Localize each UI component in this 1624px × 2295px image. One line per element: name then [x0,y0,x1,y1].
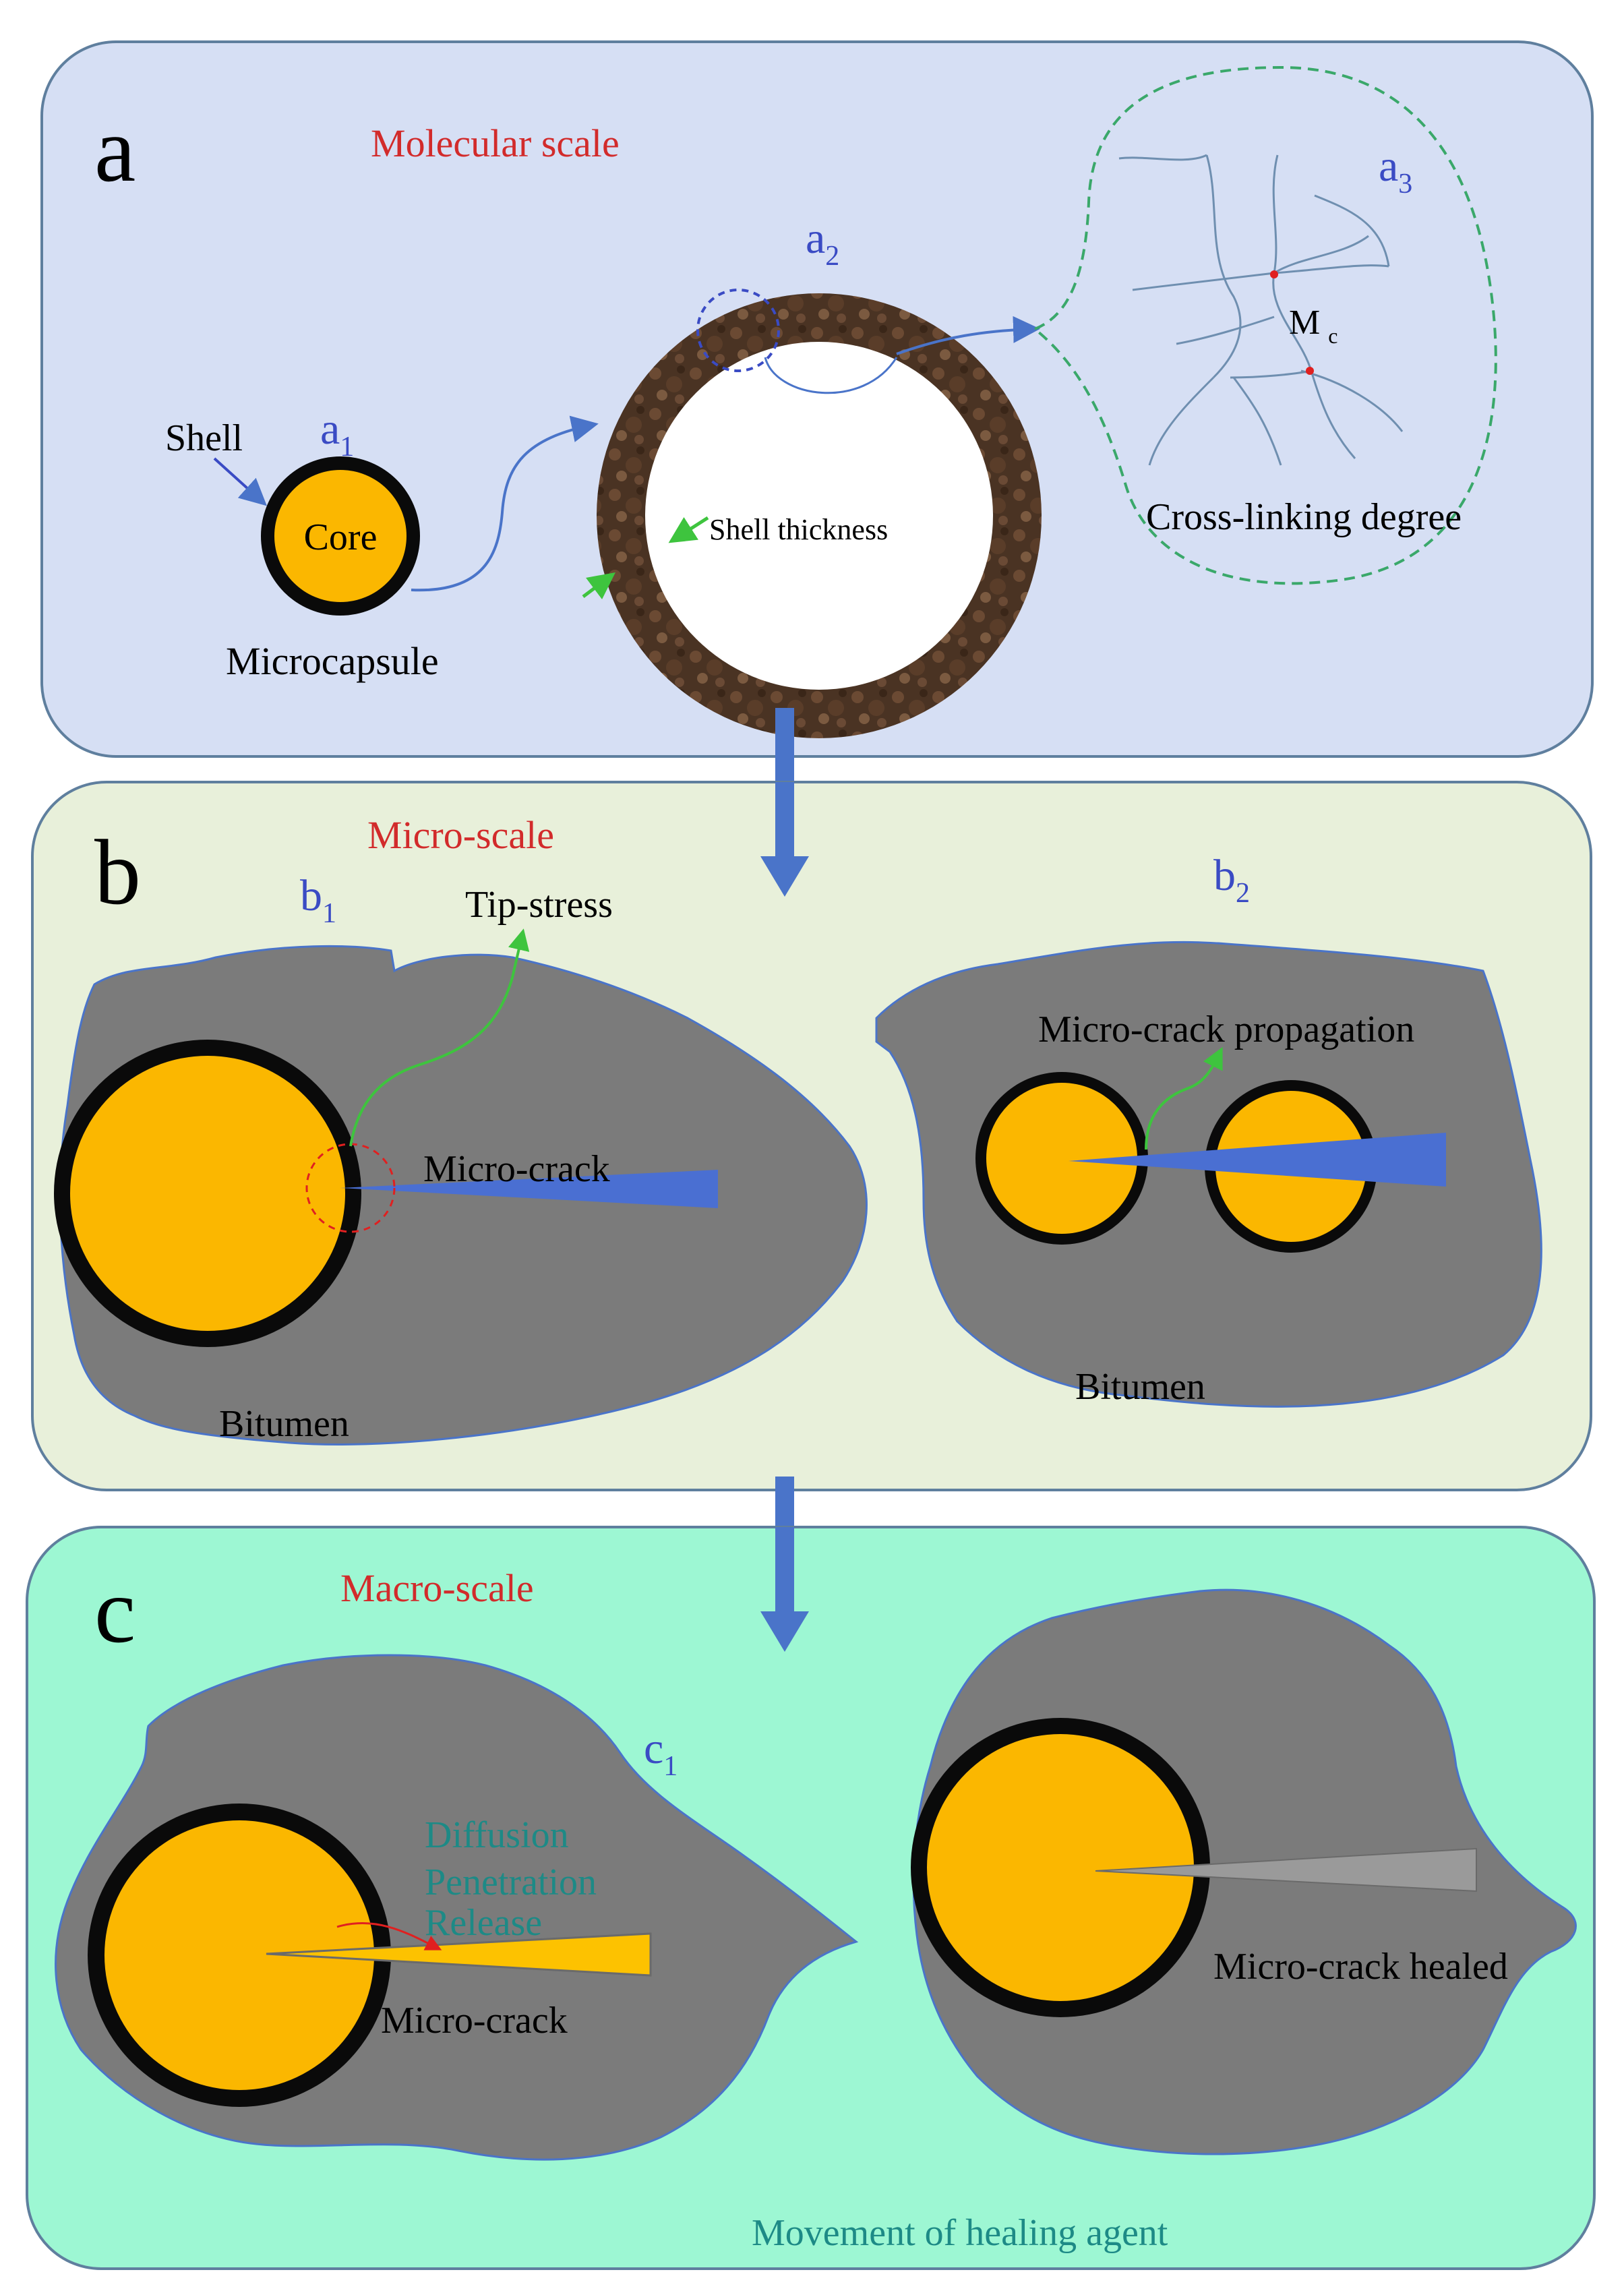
a1-label: a1 [320,405,354,463]
release-label: Release [425,1902,542,1944]
a2-label: a2 [806,214,839,272]
c1-label: c1 [644,1724,678,1782]
b1-label: b1 [300,871,336,929]
panel-b-title: Micro-scale [367,813,554,857]
shell-thickness-arrow-outer [582,572,615,599]
shell-label: Shell [165,417,243,459]
down-arrow-a-to-b-head [760,856,809,897]
movement-label: Movement of healing agent [752,2212,1168,2254]
a3-label: a3 [1379,142,1412,200]
healed-label: Micro-crack healed [1213,1946,1508,1988]
c2-healed-crack [1095,1847,1477,1892]
c2-microcapsule-core [927,1734,1194,2001]
b2-micro-crack [1069,1133,1446,1187]
shell-zoom-arc [764,357,898,394]
shell-thickness-arrow-inner [668,516,709,543]
b1-bitumen-label: Bitumen [219,1403,349,1445]
tip-stress-label: Tip-stress [465,884,613,926]
b1-micro-crack-label: Micro-crack [423,1148,610,1190]
core-label: Core [304,516,378,558]
propagation-arrow [1145,1046,1223,1150]
shell-thickness-label: Shell thickness [709,513,888,546]
crosslink-point-1 [1270,270,1278,278]
a1-to-a2-connector [411,415,599,592]
crosslink-point-2 [1306,367,1314,375]
b1-tip-stress-zone [305,1143,396,1233]
penetration-label: Penetration [425,1861,597,1903]
b1-microcapsule-core [70,1056,345,1331]
c1-micro-crack-filled [266,1932,652,1977]
zoomed-shell-interior [645,342,993,690]
crosslinking-label: Cross-linking degree [1146,496,1462,538]
panel-b: b Micro-scale b1 Tip-stress Micro-crack … [31,781,1592,1491]
release-arrow [336,1921,442,1950]
propagation-label: Micro-crack propagation [1038,1009,1414,1050]
panel-a-title: Molecular scale [371,121,620,165]
panel-a-letter: a [94,98,136,201]
down-arrow-b-to-c-shaft [775,1527,794,1611]
microcapsule-label: Microcapsule [226,639,439,683]
b2-bitumen-label: Bitumen [1075,1366,1205,1408]
polymer-chain-network [1118,154,1404,466]
b1-micro-crack [340,1170,718,1208]
b2-microcapsule-1-core [986,1083,1137,1234]
panel-c-letter: c [94,1559,136,1662]
down-arrow-b-to-c-head [760,1611,809,1652]
a2-to-a3-connector [896,316,1040,355]
tip-stress-arrow [349,928,530,1147]
shell-pointer-arrow [213,457,267,506]
c1-microcapsule-core [104,1820,374,2090]
panel-c: c Macro-scale c1 Diffusion Penetration R… [26,1526,1596,2270]
shell-zoom-marker [696,289,780,372]
microcapsule-core [274,470,407,602]
c1-micro-crack-label: Micro-crack [381,2000,568,2041]
panel-c-title: Macro-scale [340,1566,534,1610]
diffusion-label: Diffusion [425,1814,569,1856]
panel-a: a Molecular scale a1 Core Shell Microcap… [40,40,1594,758]
b2-label: b2 [1213,851,1250,909]
panel-b-letter: b [94,821,141,924]
down-arrow-a-to-b-shaft [775,782,794,856]
